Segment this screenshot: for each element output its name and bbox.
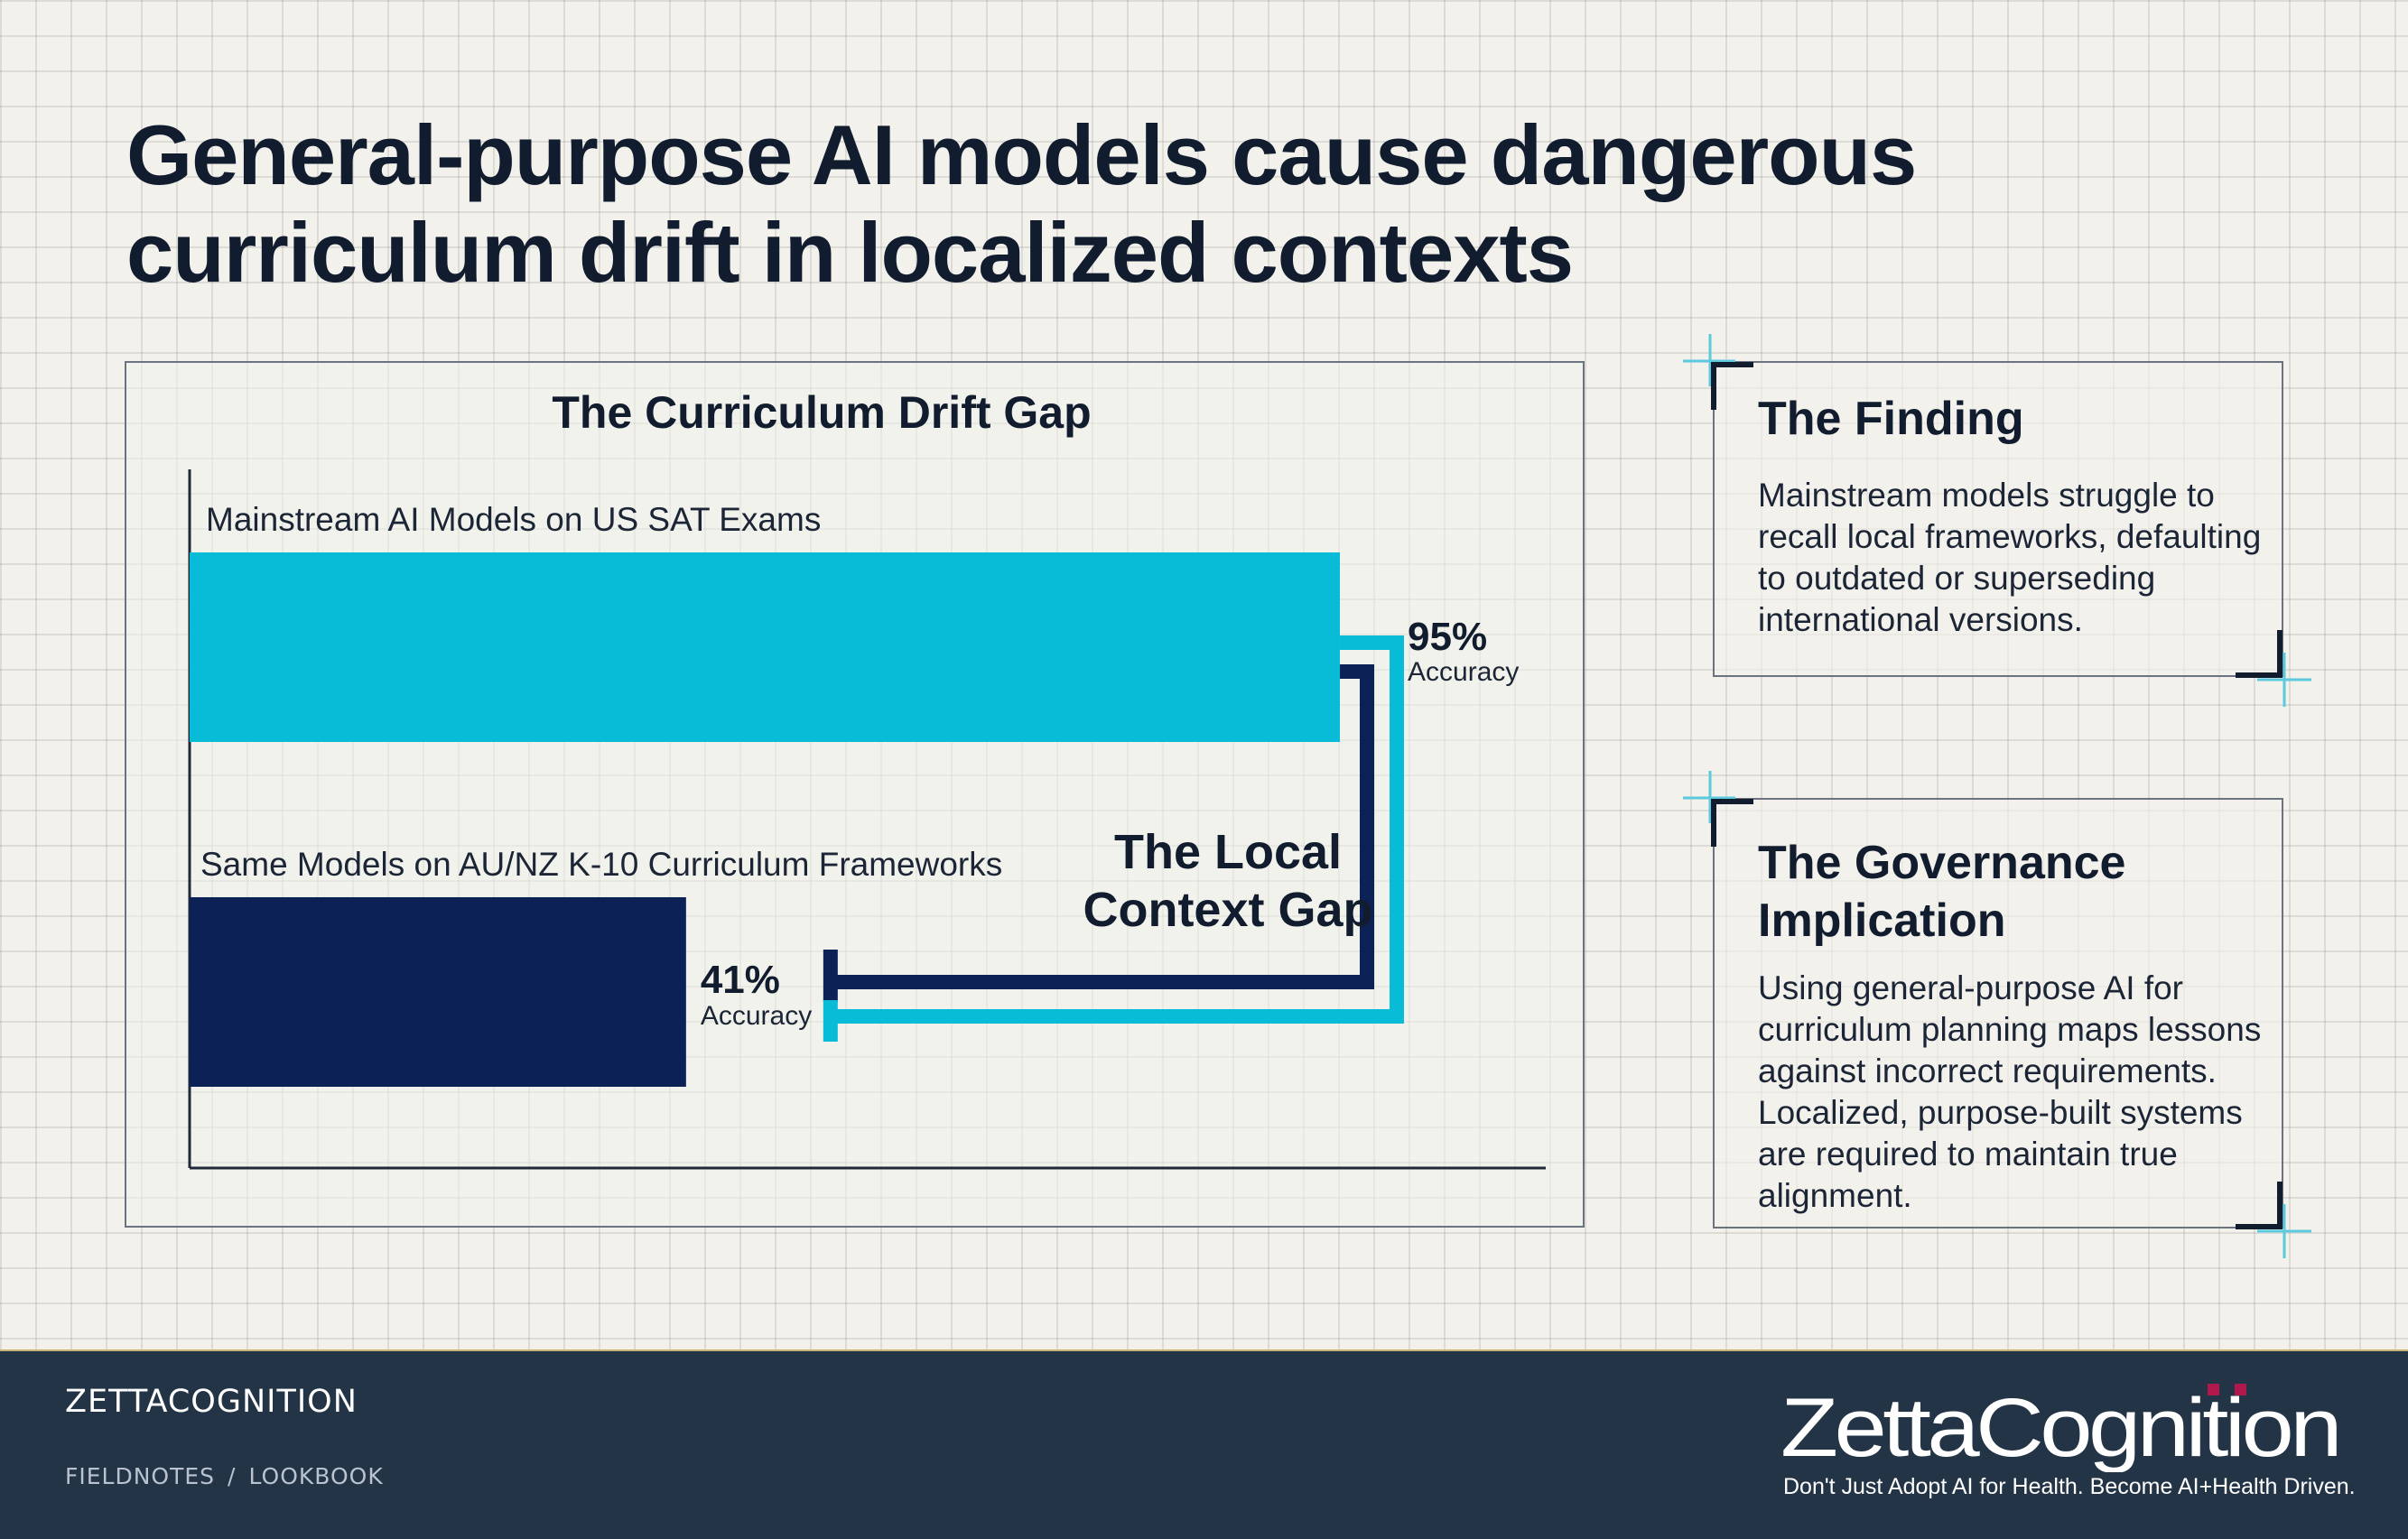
governance-body: Using general-purpose AI for curriculum … bbox=[1758, 969, 2262, 1214]
logo-dot bbox=[2208, 1384, 2219, 1395]
bar-category-label: Same Models on AU/NZ K-10 Curriculum Fra… bbox=[200, 846, 1002, 883]
page-title: General-purpose AI models cause dangerou… bbox=[126, 107, 1917, 300]
chart-title: The Curriculum Drift Gap bbox=[552, 387, 1091, 438]
data-label-unit: Accuracy bbox=[1408, 657, 1519, 687]
corner-mark-top-left bbox=[1683, 334, 1753, 410]
corner-mark-top-left bbox=[1683, 771, 1753, 847]
corner-mark-bottom-right bbox=[2236, 1182, 2311, 1258]
gap-connector bbox=[830, 635, 1405, 1024]
finding-card: The Finding Mainstream models struggle t… bbox=[1713, 361, 2283, 677]
breadcrumb: FIELDNOTES / LOOKBOOK bbox=[65, 1463, 384, 1489]
footer-tagline: Don't Just Adopt AI for Health. Become A… bbox=[1783, 1474, 2356, 1499]
breadcrumb-fieldnotes[interactable]: FIELDNOTES bbox=[65, 1463, 216, 1489]
zettacognition-logo[interactable]: ZettaCognition bbox=[1779, 1382, 2357, 1472]
gap-connector bbox=[830, 664, 1375, 989]
gap-annotation: The Local bbox=[1114, 825, 1342, 879]
data-label-unit: Accuracy bbox=[701, 1001, 812, 1031]
footer-brand: ZETTACOGNITION bbox=[65, 1384, 358, 1420]
bar-category-label: Mainstream AI Models on US SAT Exams bbox=[206, 501, 821, 538]
corner-mark-bottom-right bbox=[2236, 630, 2311, 707]
bar bbox=[190, 552, 1341, 742]
logo-dot bbox=[2235, 1384, 2246, 1395]
governance-card: The Governance Implication Using general… bbox=[1713, 798, 2283, 1228]
breadcrumb-separator: / bbox=[228, 1463, 237, 1489]
finding-title: The Finding bbox=[1758, 393, 2024, 445]
data-label-value: 41% bbox=[701, 958, 780, 1002]
bar bbox=[190, 897, 686, 1087]
data-label-value: 95% bbox=[1408, 615, 1487, 659]
breadcrumb-lookbook[interactable]: LOOKBOOK bbox=[248, 1463, 384, 1489]
footer-bar: ZETTACOGNITION FIELDNOTES / LOOKBOOK Zetta… bbox=[0, 1351, 2408, 1539]
gap-annotation: Context Gap bbox=[1083, 883, 1372, 937]
governance-title: The Governance Implication bbox=[1758, 837, 2126, 947]
logo-wordmark: ZettaCognition bbox=[1780, 1382, 2338, 1472]
finding-body: Mainstream models struggle to recall loc… bbox=[1758, 477, 2262, 638]
